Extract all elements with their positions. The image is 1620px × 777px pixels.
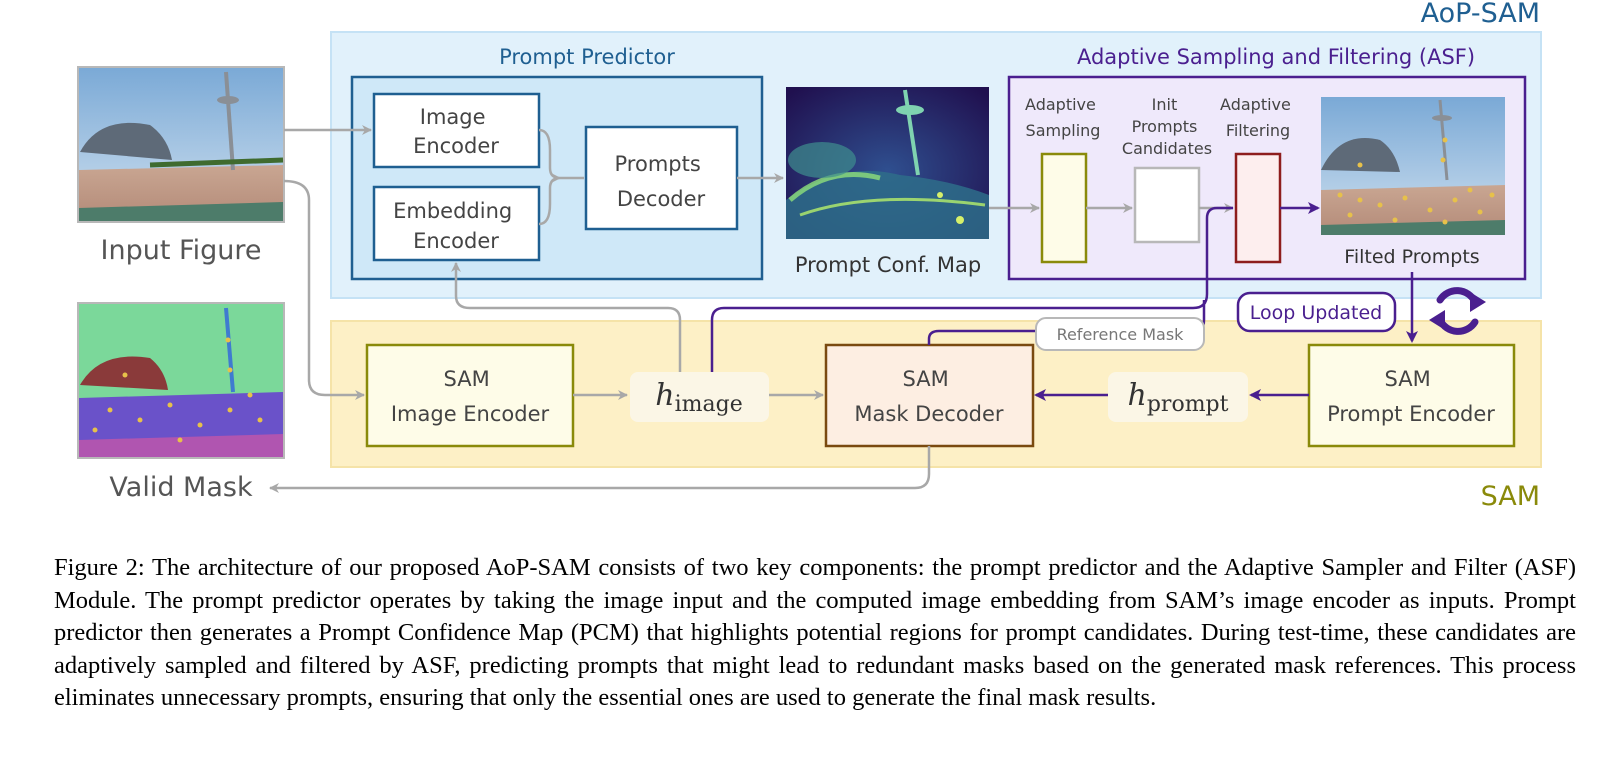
encoders-to-decoder-arrow: [538, 128, 584, 226]
sam-prompt-encoder-line2: Prompt Encoder: [1327, 402, 1495, 426]
h-image-sub: image: [675, 392, 743, 417]
h-image-base: h: [655, 378, 674, 413]
sam-mask-decoder-line2: Mask Decoder: [854, 402, 1003, 426]
filted-prompts-label: Filted Prompts: [1344, 246, 1479, 268]
figure-caption: Figure 2: The architecture of our propos…: [54, 554, 1576, 711]
prompt-conf-map-label: Prompt Conf. Map: [795, 253, 981, 277]
h-image-box: [630, 372, 769, 422]
embedding-encoder-line2: Encoder: [413, 229, 499, 253]
sam-prompt-encoder-line1: SAM: [1385, 367, 1431, 391]
svg-text:SAM Mask Decoder: SAM Mask Decoder: [854, 367, 1003, 426]
input-to-sam-encoder-arrow: [283, 179, 365, 400]
init-prompts-line3: Candidates: [1122, 139, 1212, 158]
adaptive-filtering-box: [1234, 152, 1282, 264]
init-prompts-line1: Init: [1152, 95, 1178, 114]
svg-text:Image Encoder: Image Encoder: [413, 105, 499, 158]
adaptive-filtering-line2: Filtering: [1226, 121, 1290, 140]
adaptive-sampling-line2: Sampling: [1026, 121, 1101, 140]
svg-text:SAM Image Encoder: SAM Image Encoder: [391, 367, 550, 426]
architecture-diagram: AoP-SAM SAM Prompt Predictor Image Encod…: [77, 0, 1542, 512]
sam-mask-decoder-line1: SAM: [903, 367, 949, 391]
sam-prompt-encoder-box: [1307, 343, 1516, 448]
init-prompts-box: [1133, 166, 1201, 244]
himage-to-embedding-encoder-arrow: [451, 262, 682, 372]
adaptive-sampling-box: [1040, 152, 1088, 264]
sam-image-encoder-line1: SAM: [444, 367, 490, 391]
sam-image-encoder-line2: Image Encoder: [391, 402, 550, 426]
h-prompt-label: hprompt: [1128, 378, 1229, 417]
embedding-encoder-box: [372, 185, 541, 262]
asf-title: Adaptive Sampling and Filtering (ASF): [1077, 45, 1475, 69]
prompt-predictor-title: Prompt Predictor: [499, 45, 675, 69]
sam-title: SAM: [1481, 481, 1540, 512]
input-figure-label: Input Figure: [101, 235, 262, 266]
h-image-label: himage: [655, 378, 742, 417]
prompts-decoder-line1: Prompts: [615, 152, 701, 176]
image-encoder-line1: Image: [420, 105, 486, 129]
svg-text:Adaptive Filtering: Adaptive Filtering: [1220, 95, 1296, 140]
svg-text:Init Prompts Candidate: Init Prompts Candidates: [1122, 95, 1212, 158]
aop-sam-title: AoP-SAM: [1421, 0, 1540, 29]
svg-text:Embedding Encoder: Embedding Encoder: [393, 199, 519, 253]
init-prompts-line2: Prompts: [1132, 117, 1198, 136]
embedding-encoder-line1: Embedding: [393, 199, 512, 223]
sam-image-encoder-box: [365, 343, 575, 448]
adaptive-filtering-line1: Adaptive: [1220, 95, 1291, 114]
sam-mask-decoder-box: [824, 343, 1035, 448]
loop-updated-label: Loop Updated: [1250, 302, 1382, 324]
input-figure-image: [77, 66, 285, 223]
svg-text:SAM Prompt Encoder: SAM Prompt Encoder: [1327, 367, 1495, 426]
valid-mask-label: Valid Mask: [109, 472, 253, 503]
reference-mask-label: Reference Mask: [1057, 325, 1185, 344]
image-encoder-line2: Encoder: [413, 134, 499, 158]
prompt-conf-map-image: [786, 87, 989, 239]
svg-text:Prompts Decoder: Prompts Decoder: [615, 152, 708, 211]
h-prompt-box: [1108, 372, 1248, 422]
svg-text:Adaptive Sampling: Adaptive Sampling: [1025, 95, 1101, 140]
h-prompt-base: h: [1128, 378, 1147, 413]
filted-prompts-image: [1321, 97, 1505, 235]
loop-updated-pill: [1236, 291, 1397, 333]
h-prompt-sub: prompt: [1147, 392, 1229, 417]
prompts-decoder-box: [584, 125, 739, 231]
adaptive-sampling-line1: Adaptive: [1025, 95, 1096, 114]
mask-decoder-to-valid-mask-arrow: [269, 446, 931, 493]
prompts-decoder-line2: Decoder: [617, 187, 706, 211]
reference-mask-pill: [1035, 317, 1205, 351]
valid-mask-image: [77, 302, 285, 459]
